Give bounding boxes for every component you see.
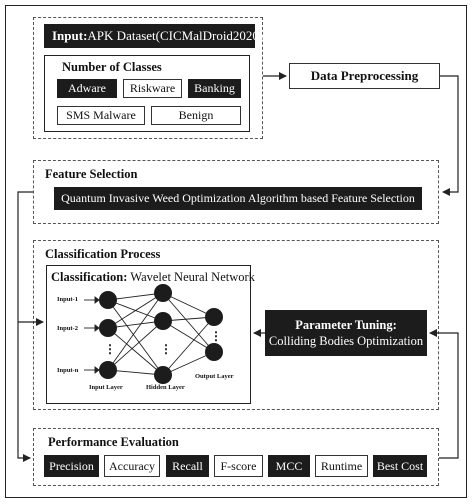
connection-hidden-output bbox=[162, 320, 215, 353]
input-node-3 bbox=[99, 361, 117, 379]
data-preprocessing-box: Data Preprocessing bbox=[289, 63, 440, 89]
feature-selection-box: Quantum Invasive Weed Optimization Algor… bbox=[54, 187, 422, 210]
metric-precision: Precision bbox=[44, 455, 99, 477]
network-nodes bbox=[99, 284, 223, 384]
parameter-tuning-box: Parameter Tuning: Colliding Bodies Optim… bbox=[265, 310, 427, 356]
metric-mcc: MCC bbox=[268, 455, 310, 477]
connection-input-hidden bbox=[107, 292, 164, 301]
class-benign: Benign bbox=[151, 106, 241, 125]
classification-subtitle-bold: Classification: bbox=[51, 270, 128, 284]
class-adware: Adware bbox=[57, 79, 117, 98]
input-n-label: Input-n bbox=[57, 367, 79, 374]
connection-input-hidden bbox=[107, 292, 164, 329]
metric-best-cost: Best Cost bbox=[373, 455, 427, 477]
class-label: Banking bbox=[194, 81, 235, 95]
connection-hidden-output bbox=[162, 351, 215, 376]
output-node-2 bbox=[205, 343, 223, 361]
arrow-preprocessing-to-feature bbox=[440, 75, 459, 196]
metric-accuracy: Accuracy bbox=[104, 455, 160, 477]
connection-input-hidden bbox=[107, 369, 164, 376]
metric-label: Best Cost bbox=[376, 458, 424, 473]
classification-subtitle-text: Wavelet Neural Network bbox=[127, 270, 255, 284]
class-riskware: Riskware bbox=[123, 79, 182, 98]
input-layer-label: Input Layer bbox=[89, 384, 123, 391]
parameter-tuning-text: Colliding Bodies Optimization bbox=[268, 334, 424, 348]
input-arrows bbox=[84, 296, 100, 374]
metric-label: F-score bbox=[220, 458, 257, 473]
metric-recall: Recall bbox=[166, 455, 209, 477]
input-arrowhead bbox=[94, 324, 100, 332]
parameter-tuning-title: Parameter Tuning: bbox=[295, 318, 397, 332]
input-prefix: Input: bbox=[52, 28, 88, 43]
connection-input-hidden bbox=[107, 327, 164, 376]
input-1-label: Input-1 bbox=[57, 296, 78, 303]
connection-hidden-output bbox=[162, 316, 215, 376]
class-label: SMS Malware bbox=[66, 108, 136, 122]
metric-label: Runtime bbox=[320, 458, 363, 473]
network-connections bbox=[107, 292, 215, 376]
output-node-1 bbox=[205, 308, 223, 326]
hidden-node-1 bbox=[154, 284, 172, 302]
input-arrowhead bbox=[94, 296, 100, 304]
class-label: Riskware bbox=[129, 81, 176, 95]
metric-label: MCC bbox=[275, 458, 303, 473]
input-node-2 bbox=[99, 319, 117, 337]
input-dots: ⋮ bbox=[104, 342, 116, 356]
arrow-classification-to-performance bbox=[17, 322, 31, 462]
performance-title: Performance Evaluation bbox=[48, 435, 179, 449]
feature-selection-title: Feature Selection bbox=[45, 167, 138, 181]
input-node-1 bbox=[99, 291, 117, 309]
class-label: Benign bbox=[178, 108, 214, 122]
metric-label: Precision bbox=[49, 458, 94, 473]
outer-frame bbox=[5, 5, 467, 498]
input-dataset-label: APK Dataset(CICMalDroid2020) bbox=[87, 28, 264, 43]
hidden-node-2 bbox=[154, 312, 172, 330]
connection-input-hidden bbox=[107, 320, 164, 371]
connection-input-hidden bbox=[107, 292, 164, 371]
input-2-label: Input-2 bbox=[57, 325, 78, 332]
metric-label: Recall bbox=[172, 458, 203, 473]
connection-input-hidden bbox=[107, 320, 164, 329]
connection-hidden-output bbox=[162, 292, 215, 353]
arrow-performance-to-tuning bbox=[429, 329, 459, 459]
arrow-feature-to-classification bbox=[17, 191, 44, 326]
classification-subtitle: Classification: Wavelet Neural Network bbox=[51, 270, 255, 285]
output-layer-label: Output Layer bbox=[195, 373, 234, 380]
data-preprocessing-label: Data Preprocessing bbox=[310, 68, 419, 83]
classes-title: Number of Classes bbox=[62, 60, 162, 74]
input-dataset-box: Input: APK Dataset(CICMalDroid2020) bbox=[44, 24, 263, 48]
output-dots: ⋮ bbox=[210, 329, 222, 343]
hidden-dots: ⋮ bbox=[160, 342, 172, 356]
connection-input-hidden bbox=[107, 299, 164, 376]
connection-hidden-output bbox=[162, 292, 215, 318]
hidden-layer-label: Hidden Layer bbox=[146, 384, 185, 391]
metric-f-score: F-score bbox=[214, 455, 263, 477]
hidden-node-3 bbox=[154, 366, 172, 384]
classification-title: Classification Process bbox=[45, 247, 161, 261]
feature-selection-label: Quantum Invasive Weed Optimization Algor… bbox=[61, 191, 415, 205]
class-sms-malware: SMS Malware bbox=[57, 106, 145, 125]
metric-runtime: Runtime bbox=[315, 455, 368, 477]
class-banking: Banking bbox=[188, 79, 241, 98]
class-label: Adware bbox=[68, 81, 106, 95]
metric-label: Accuracy bbox=[109, 458, 155, 473]
input-arrowhead bbox=[94, 366, 100, 374]
